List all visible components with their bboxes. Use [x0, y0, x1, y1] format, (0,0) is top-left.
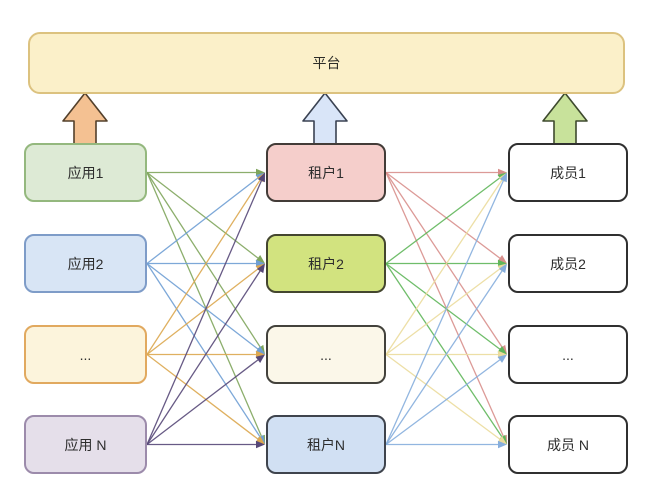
platform-banner: 平台 [28, 32, 625, 94]
node-label: 租户2 [308, 255, 344, 272]
connection-line [385, 268, 501, 356]
connection-line [146, 359, 259, 446]
connection-line [385, 177, 501, 265]
node-app-1: 应用1 [24, 143, 147, 202]
connection-line [385, 172, 503, 348]
node-tenant-1: 租户1 [266, 143, 386, 202]
connection-line [146, 270, 261, 445]
connection-line [146, 180, 263, 445]
connection-arrowhead [256, 263, 265, 274]
connection-line [385, 179, 503, 355]
node-label: 租户1 [308, 164, 344, 181]
node-app-2: 应用2 [24, 234, 147, 293]
platform-label: 平台 [312, 55, 341, 71]
connection-arrowhead [499, 172, 507, 183]
connection-arrowhead [498, 263, 507, 274]
connection-arrowhead [497, 354, 507, 363]
connection-line [385, 180, 504, 445]
connection-line [146, 172, 261, 348]
connection-line [385, 172, 504, 437]
connection-arrowhead [498, 440, 507, 449]
connection-arrowhead [257, 172, 265, 183]
node-app-n: 应用 N [24, 415, 147, 474]
node-tenant-2: 租户2 [266, 234, 386, 293]
node-label: 成员2 [550, 255, 586, 272]
connection-line [385, 263, 503, 438]
connection-line [146, 172, 263, 437]
connection-line [385, 262, 501, 350]
connection-line [146, 171, 259, 259]
node-member-ellipsis: ... [508, 325, 628, 384]
node-label: 成员1 [550, 164, 586, 181]
connection-line [146, 353, 259, 440]
node-label: ... [79, 346, 92, 363]
connection-line [146, 179, 261, 355]
node-member-2: 成员2 [508, 234, 628, 293]
connection-line [146, 177, 259, 265]
connection-line [385, 359, 501, 446]
node-member-1: 成员1 [508, 143, 628, 202]
node-app-ellipsis: ... [24, 325, 147, 384]
node-label: 成员 N [547, 436, 589, 453]
node-label: 应用1 [67, 164, 104, 181]
node-tenant-ellipsis: ... [266, 325, 386, 384]
node-member-n: 成员 N [508, 415, 628, 474]
connection-line [385, 171, 501, 259]
connection-line [146, 268, 259, 356]
node-label: 租户N [306, 436, 346, 453]
connection-line [146, 263, 261, 438]
node-tenant-n: 租户N [266, 415, 386, 474]
connection-line [146, 262, 259, 350]
connection-arrowhead [255, 354, 265, 363]
connection-line [385, 270, 503, 445]
connection-line [385, 353, 501, 440]
node-label: 应用 N [64, 436, 107, 453]
node-label: ... [320, 346, 332, 363]
connection-arrowhead [256, 440, 265, 449]
node-label: 应用2 [67, 255, 104, 272]
node-label: ... [562, 346, 574, 363]
